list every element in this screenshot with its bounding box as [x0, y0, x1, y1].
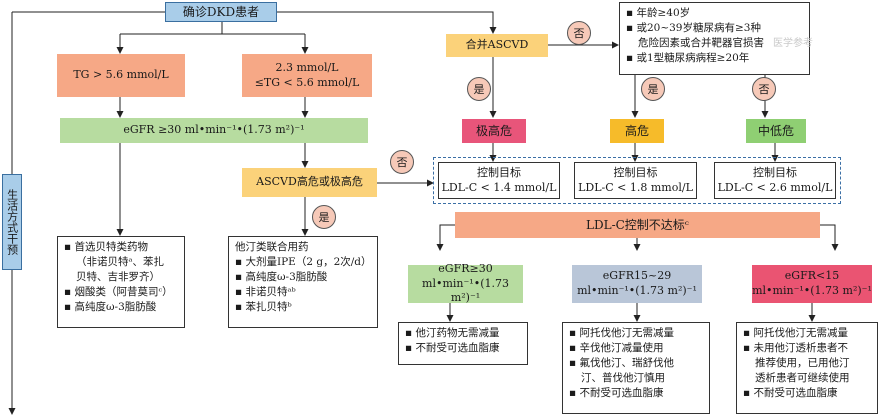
list-item: ▪ 不耐受可选血脂康 — [569, 386, 664, 399]
tg-mid-label-2: ≤TG < 5.6 mmol/L — [254, 75, 360, 89]
list-item: ▪ 不耐受可选血脂康 — [405, 341, 500, 354]
target-mid-low: 控制目标 LDL-C < 2.6 mmol/L — [714, 162, 836, 199]
list-item: ▪ 大剂量IPE（2 g，2次/d） — [235, 255, 372, 268]
list-item: ▪ 或1型糖尿病病程≥20年 — [626, 51, 750, 64]
list-item: ▪ 首选贝特类药物 — [64, 241, 148, 253]
list-item: 汀、普伐他汀慎用 — [581, 371, 665, 384]
start-label: 确诊DKD患者 — [182, 4, 260, 19]
list-item: ▪ 阿托伐他汀无需减量 — [569, 327, 674, 339]
list-item: 透析患者可继续使用 — [755, 371, 850, 384]
list-item: 他汀类联合用药 — [235, 241, 309, 253]
list-item: ▪ 辛伐他汀减量使用 — [569, 341, 664, 354]
no-marker-left: 否 — [390, 150, 414, 174]
yes-marker-criteria: 是 — [641, 77, 665, 101]
tg-high-node: TG > 5.6 mmol/L — [57, 54, 185, 97]
list-item: （非诺贝特ᵃ、苯扎 — [76, 255, 165, 268]
list-item: ▪ 苯扎贝特ᵇ — [235, 300, 292, 313]
list-item: ▪ 烟酸类（阿昔莫司ᶜ） — [64, 285, 173, 298]
egfr-threshold-label: eGFR ≥30 ml•min⁻¹•(1.73 m²)⁻¹ — [123, 123, 305, 137]
ascvd-risk-label: ASCVD高危或极高危 — [256, 175, 363, 189]
target-group — [433, 157, 841, 204]
no-marker-criteria: 否 — [752, 77, 776, 101]
tg-mid-label-1: 2.3 mmol/L — [275, 60, 339, 74]
egfr-lt15-node: eGFR<15 ml•min⁻¹•(1.73 m²)⁻¹ — [752, 265, 872, 303]
list-item: ▪ 或20~39岁糖尿病有≥3种 — [626, 21, 761, 34]
ascvd-node: 合并ASCVD — [446, 34, 548, 57]
list-item: ▪ 非诺贝特ᵃᵇ — [235, 285, 296, 298]
list-item: ▪ 高纯度ω-3脂肪酸 — [235, 270, 328, 283]
tg-mid-node: 2.3 mmol/L ≤TG < 5.6 mmol/L — [242, 54, 372, 97]
list-item: 危险因素或合并靶器官损害 — [638, 36, 764, 49]
ascvd-risk-node: ASCVD高危或极高危 — [242, 168, 377, 197]
egfr-15-29-list: ▪ 阿托伐他汀无需减量 ▪ 辛伐他汀减量使用 ▪ 氟伐他汀、瑞舒伐他 汀、普伐他… — [562, 322, 710, 414]
egfr-threshold-node: eGFR ≥30 ml•min⁻¹•(1.73 m²)⁻¹ — [60, 118, 368, 143]
list-item: ▪ 氟伐他汀、瑞舒伐他 — [569, 356, 674, 369]
ldl-not-reached-node: LDL-C控制不达标ᶜ — [455, 212, 820, 238]
egfr-lt15-list: ▪ 阿托伐他汀无需减量 ▪ 未用他汀透析患者不 推荐使用，已用他汀 透析患者可继… — [736, 322, 878, 414]
risk-very-high-node: 极高危 — [462, 119, 526, 143]
risk-mid-low-node: 中低危 — [746, 119, 806, 143]
ascvd-label: 合并ASCVD — [465, 38, 529, 52]
egfr-15-29-node: eGFR15~29 ml•min⁻¹•(1.73 m²)⁻¹ — [572, 265, 702, 303]
list-item: ▪ 未用他汀透析患者不 — [743, 341, 848, 354]
criteria-list: ▪ 年龄≥40岁 ▪ 或20~39岁糖尿病有≥3种 危险因素或合并靶器官损害 ▪… — [619, 2, 810, 75]
yes-marker-left: 是 — [312, 205, 336, 229]
watermark: 医学参考 — [773, 38, 813, 49]
list-item: ▪ 高纯度ω-3脂肪酸 — [64, 300, 157, 313]
egfr-ge30-list: ▪ 他汀药物无需减量 ▪ 不耐受可选血脂康 — [398, 322, 528, 365]
statin-combo-list: 他汀类联合用药 ▪ 大剂量IPE（2 g，2次/d） ▪ 高纯度ω-3脂肪酸 ▪… — [228, 236, 378, 328]
target-high: 控制目标 LDL-C < 1.8 mmol/L — [574, 162, 697, 199]
list-item: ▪ 阿托伐他汀无需减量 — [743, 327, 848, 339]
lifestyle-label: 生活方式干预 — [5, 189, 19, 255]
egfr-ge30-node: eGFR≥30 ml•min⁻¹•(1.73 m²)⁻¹ — [408, 262, 523, 304]
list-item: 贝特、吉非罗齐） — [76, 270, 160, 283]
risk-high-node: 高危 — [610, 119, 664, 143]
start-node: 确诊DKD患者 — [165, 2, 277, 22]
no-marker-ascvd: 否 — [567, 21, 591, 45]
list-item: ▪ 他汀药物无需减量 — [405, 327, 500, 339]
target-very-high: 控制目标 LDL-C < 1.4 mmol/L — [438, 162, 560, 199]
tg-high-label: TG > 5.6 mmol/L — [73, 68, 169, 82]
yes-marker-ascvd: 是 — [467, 77, 491, 101]
list-item: ▪ 年龄≥40岁 — [626, 7, 691, 19]
list-item: ▪ 不耐受可选血脂康 — [743, 386, 838, 399]
list-item: 推荐使用，已用他汀 — [755, 356, 850, 369]
lifestyle-intervention-box: 生活方式干预 — [2, 174, 22, 270]
fibrate-list: ▪ 首选贝特类药物 （非诺贝特ᵃ、苯扎 贝特、吉非罗齐） ▪ 烟酸类（阿昔莫司ᶜ… — [57, 236, 185, 328]
